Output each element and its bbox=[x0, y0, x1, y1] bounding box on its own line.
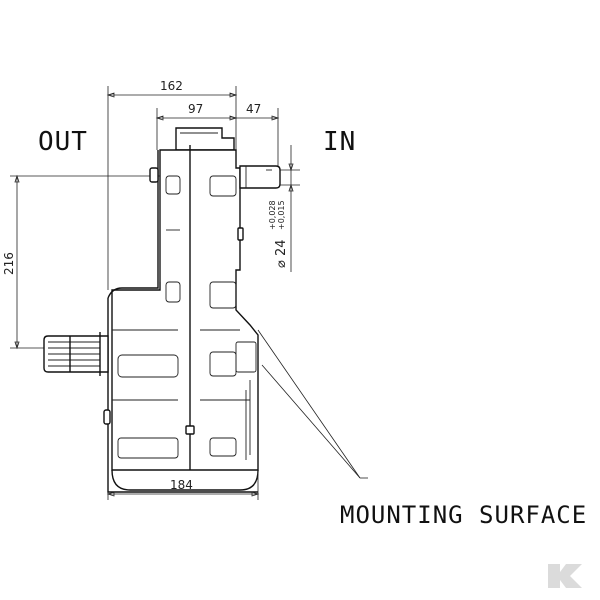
height-dimension bbox=[10, 174, 160, 350]
dim-tol-upper: +0,028 bbox=[268, 200, 277, 230]
bottom-dimension bbox=[106, 470, 260, 500]
brand-logo-icon bbox=[548, 564, 582, 588]
mounting-surface-leaders bbox=[257, 329, 368, 479]
top-dimensions bbox=[106, 86, 280, 290]
shaft-diameter-dimension bbox=[278, 145, 300, 272]
dim-162: 162 bbox=[160, 79, 183, 93]
dim-shaft-diameter: ⌀ 24 bbox=[274, 239, 289, 268]
dim-47: 47 bbox=[246, 102, 261, 116]
dim-tol-lower: +0,015 bbox=[277, 200, 286, 230]
label-in: IN bbox=[323, 127, 356, 157]
dim-216: 216 bbox=[2, 252, 16, 275]
label-out: OUT bbox=[38, 127, 88, 157]
label-mounting-surface: MOUNTING SURFACE bbox=[340, 501, 587, 529]
dim-97: 97 bbox=[188, 102, 203, 116]
gearbox-body bbox=[43, 127, 281, 493]
dim-184: 184 bbox=[170, 478, 193, 492]
